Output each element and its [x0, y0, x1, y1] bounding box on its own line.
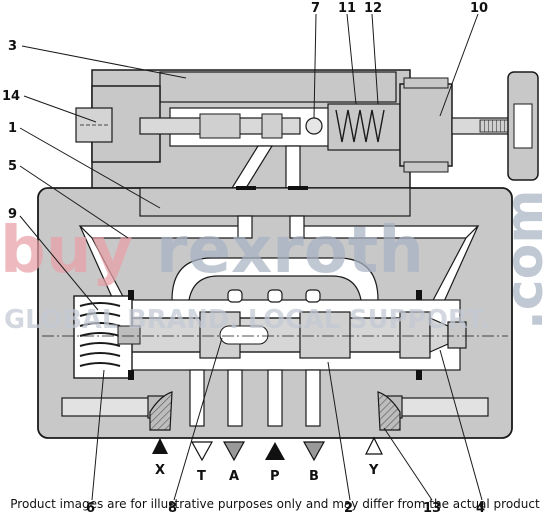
port-label-x: X — [155, 463, 165, 478]
callout-7: 7 — [311, 1, 320, 16]
port-symbols — [152, 436, 383, 462]
callout-10: 10 — [470, 1, 488, 16]
callout-11: 11 — [338, 1, 356, 16]
main-spool — [129, 311, 449, 359]
port-y-symbol — [365, 436, 383, 455]
disclaimer-text: Product images are for illustrative purp… — [10, 497, 540, 511]
end-stop-right — [447, 321, 467, 349]
port-label-y: Y — [368, 463, 379, 478]
port-x-symbol — [152, 438, 168, 454]
callout-2: 2 — [344, 501, 353, 516]
port-label-p: P — [270, 469, 280, 484]
leader-lines — [19, 13, 483, 501]
passage-t — [189, 369, 205, 427]
pilot-spring — [335, 109, 385, 143]
main-return-spring — [79, 302, 121, 367]
port-a-symbol — [222, 441, 246, 462]
passage-a — [227, 369, 243, 427]
adjuster-housing — [399, 83, 453, 167]
watermark-tagline: GLOBAL BRAND. LOCAL SUPPORT. — [4, 305, 490, 335]
passage-p — [267, 369, 283, 427]
callout-14: 14 — [2, 89, 20, 104]
callout-13: 13 — [423, 501, 441, 516]
intermediate-plate — [139, 187, 411, 217]
callout-6: 6 — [86, 501, 95, 516]
pilot-valve — [75, 69, 539, 191]
callout-5: 5 — [8, 159, 17, 174]
callout-12: 12 — [364, 1, 382, 16]
watermark-brand: rexroth — [156, 214, 424, 288]
port-b-symbol — [302, 441, 326, 462]
port-p-symbol — [265, 442, 285, 460]
watermark: buy rexroth .com GLOBAL BRAND. LOCAL SUP… — [0, 190, 550, 336]
port-labels: X T A P B Y — [155, 463, 379, 484]
watermark-buy: buy — [0, 214, 133, 288]
callout-1: 1 — [8, 121, 17, 136]
port-label-b: B — [309, 469, 319, 484]
callout-9: 9 — [8, 207, 17, 222]
passage-b — [305, 369, 321, 427]
port-label-a: A — [229, 469, 239, 484]
callout-8: 8 — [168, 501, 177, 516]
callout-numbers: 3 14 1 5 9 7 11 12 10 6 8 2 13 4 — [2, 1, 488, 516]
pilot-check-ball — [305, 117, 323, 135]
main-valve-body — [37, 186, 513, 439]
port-t-symbol — [190, 441, 214, 462]
watermark-domain: .com — [495, 190, 550, 331]
callout-3: 3 — [8, 39, 17, 54]
mounting-bolt-left — [61, 397, 163, 417]
port-label-t: T — [197, 469, 206, 484]
mounting-bolt-right — [387, 397, 489, 417]
callout-4: 4 — [476, 501, 485, 516]
pilot-cover-block — [159, 71, 397, 103]
